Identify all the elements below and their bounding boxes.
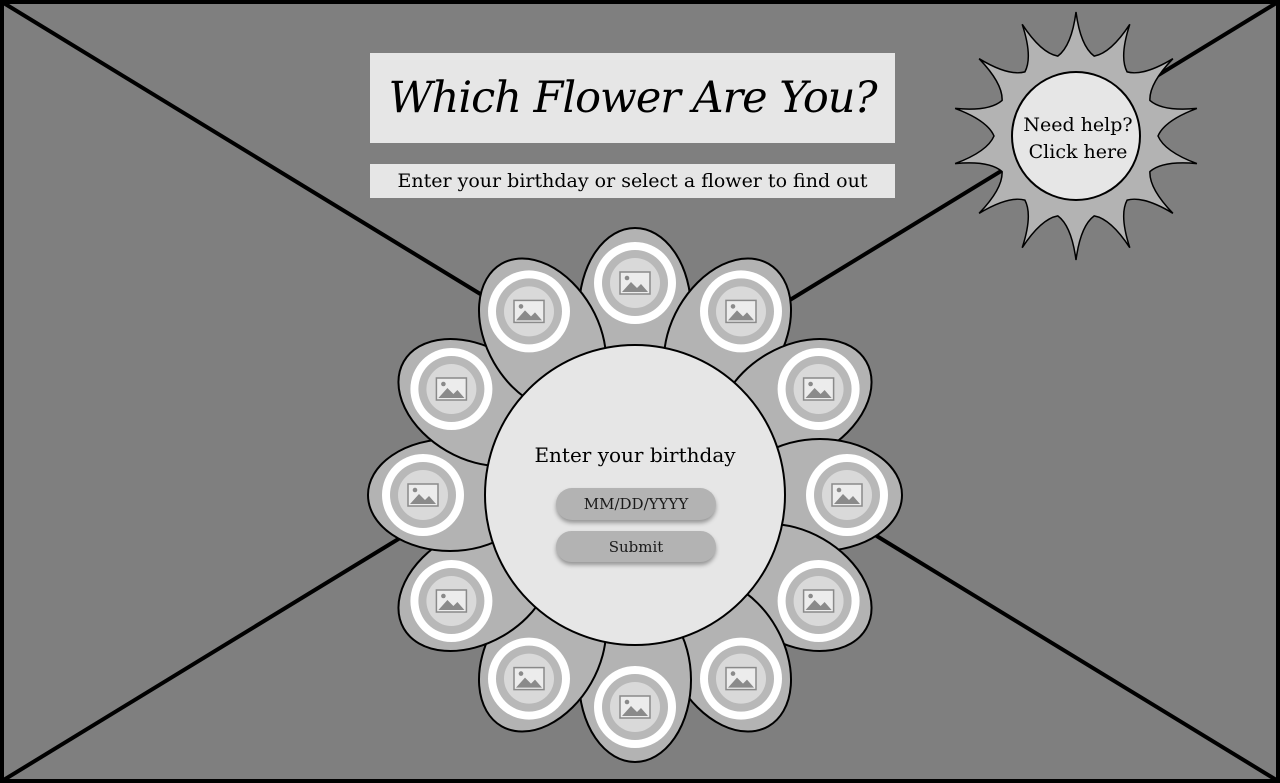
help-button[interactable] [950,10,1202,262]
flower-petals [367,227,903,763]
image-placeholder-icon [619,695,651,719]
sun-badge-icon [954,11,1198,261]
submit-button[interactable]: Submit [556,531,716,562]
image-placeholder-icon [513,666,545,691]
image-placeholder-icon [619,271,651,295]
image-placeholder-icon [407,483,439,507]
sun-center [1011,71,1141,201]
image-placeholder-icon [435,589,468,613]
subtitle-banner: Enter your birthday or select a flower t… [370,164,895,198]
title-banner: Which Flower Are You? [370,53,895,143]
image-placeholder-icon [802,589,835,613]
image-placeholder-icon [513,299,545,324]
image-placeholder-icon [725,299,757,324]
image-placeholder-icon [435,377,468,401]
birthday-input[interactable] [556,488,716,520]
image-placeholder-icon [725,666,757,691]
birthday-heading: Enter your birthday [534,443,736,467]
page-title: Which Flower Are You? [388,73,877,123]
flower-petal-9[interactable] [376,498,574,677]
image-placeholder-icon [831,483,863,507]
page-subtitle: Enter your birthday or select a flower t… [397,170,868,192]
image-placeholder-icon [802,377,835,401]
